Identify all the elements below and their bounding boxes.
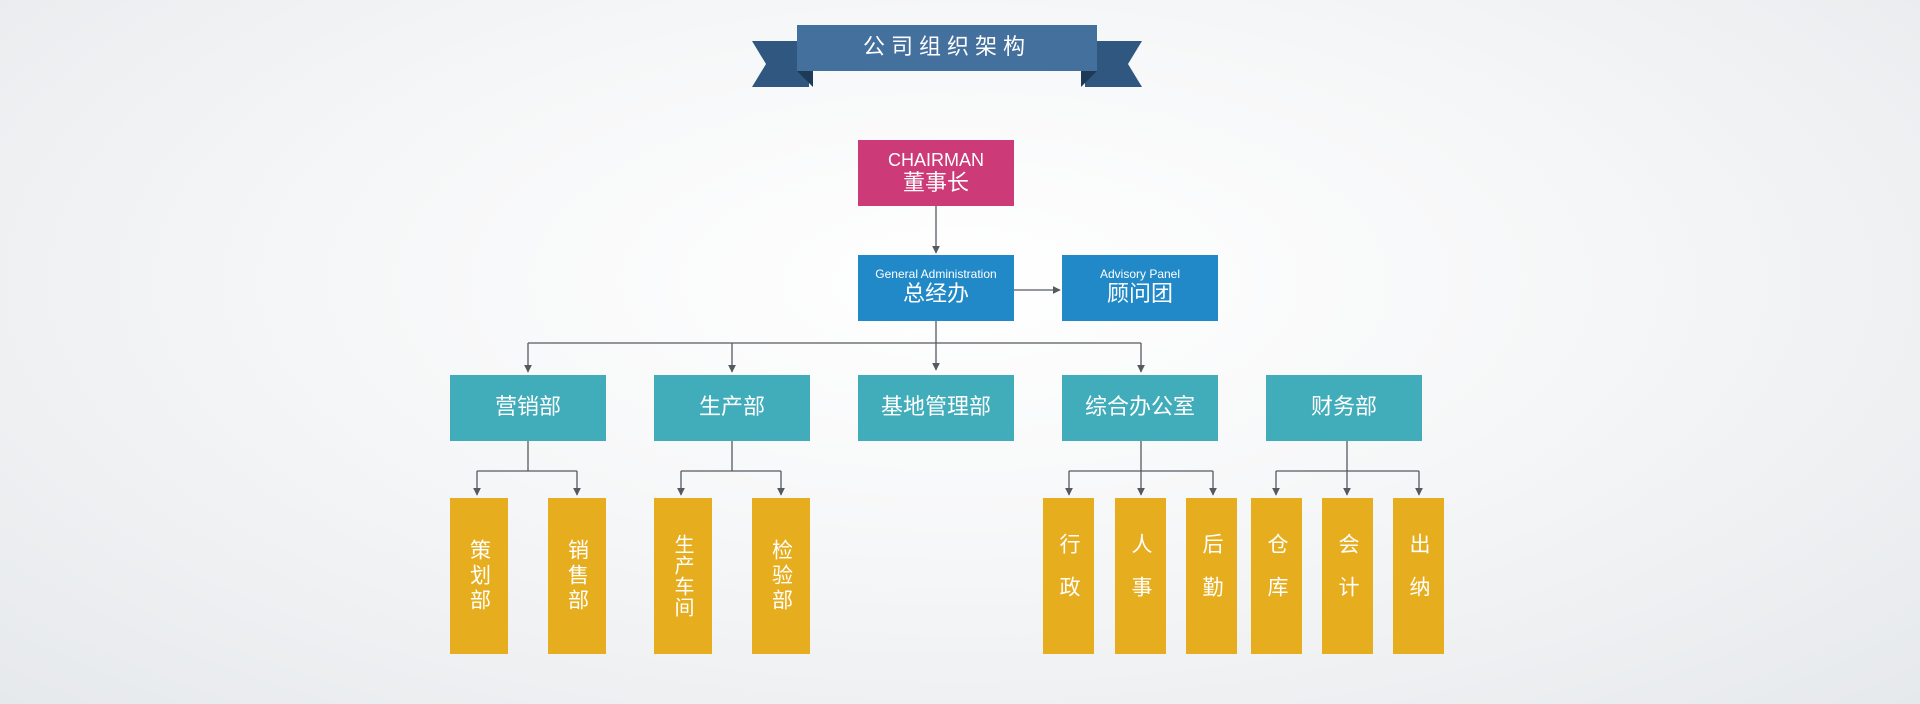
- sub-department-planning: 策划部: [450, 498, 508, 654]
- sub-department-label: 行政: [1057, 533, 1081, 619]
- chart-title: 公司组织架构: [862, 35, 1031, 60]
- sub-department-label: 仓库: [1265, 533, 1289, 619]
- advisory-panel-en-label: Advisory Panel: [1099, 267, 1181, 282]
- department-label: 综合办公室: [1084, 395, 1195, 421]
- department-production: 生产部: [654, 375, 810, 441]
- sub-department-warehouse: 仓库: [1251, 498, 1302, 654]
- sub-department-label: 后勤: [1200, 533, 1224, 619]
- department-general-office: 综合办公室: [1062, 375, 1218, 441]
- department-label: 营销部: [494, 395, 561, 421]
- department-label: 生产部: [698, 395, 765, 421]
- sub-department-administration: 行政: [1043, 498, 1094, 654]
- sub-department-cashier: 出纳: [1393, 498, 1444, 654]
- title-ribbon: 公司组织架构: [752, 25, 1142, 89]
- sub-department-accounting: 会计: [1322, 498, 1373, 654]
- ribbon-shape: [752, 25, 1142, 87]
- sub-department-sales: 销售部: [548, 498, 606, 654]
- department-marketing: 营销部: [450, 375, 606, 441]
- sub-department-label: 销售部: [565, 538, 590, 614]
- sub-department-label: 出纳: [1407, 533, 1431, 619]
- advisory-panel-zh-label: 顾问团: [1106, 282, 1173, 308]
- chairman-zh-label: 董事长: [902, 170, 969, 196]
- chairman-box: CHAIRMAN 董事长: [858, 140, 1014, 206]
- department-label: 财务部: [1310, 395, 1377, 421]
- advisory-panel-box: Advisory Panel 顾问团: [1062, 255, 1218, 321]
- sub-department-label: 策划部: [467, 538, 492, 614]
- department-base-management: 基地管理部: [858, 375, 1014, 441]
- sub-department-label: 人事: [1129, 533, 1153, 619]
- sub-department-workshop: 生产车间: [654, 498, 712, 654]
- chairman-en-label: CHAIRMAN: [887, 150, 984, 170]
- sub-department-inspection: 检验部: [752, 498, 810, 654]
- sub-department-logistics: 后勤: [1186, 498, 1237, 654]
- sub-department-label: 生产车间: [671, 534, 695, 618]
- department-finance: 财务部: [1266, 375, 1422, 441]
- general-admin-box: General Administration 总经办: [858, 255, 1014, 321]
- department-label: 基地管理部: [880, 395, 991, 421]
- general-admin-en-label: General Administration: [875, 267, 997, 282]
- sub-department-label: 检验部: [769, 538, 794, 614]
- sub-department-hr: 人事: [1115, 498, 1166, 654]
- sub-department-label: 会计: [1336, 533, 1360, 619]
- general-admin-zh-label: 总经办: [902, 282, 969, 308]
